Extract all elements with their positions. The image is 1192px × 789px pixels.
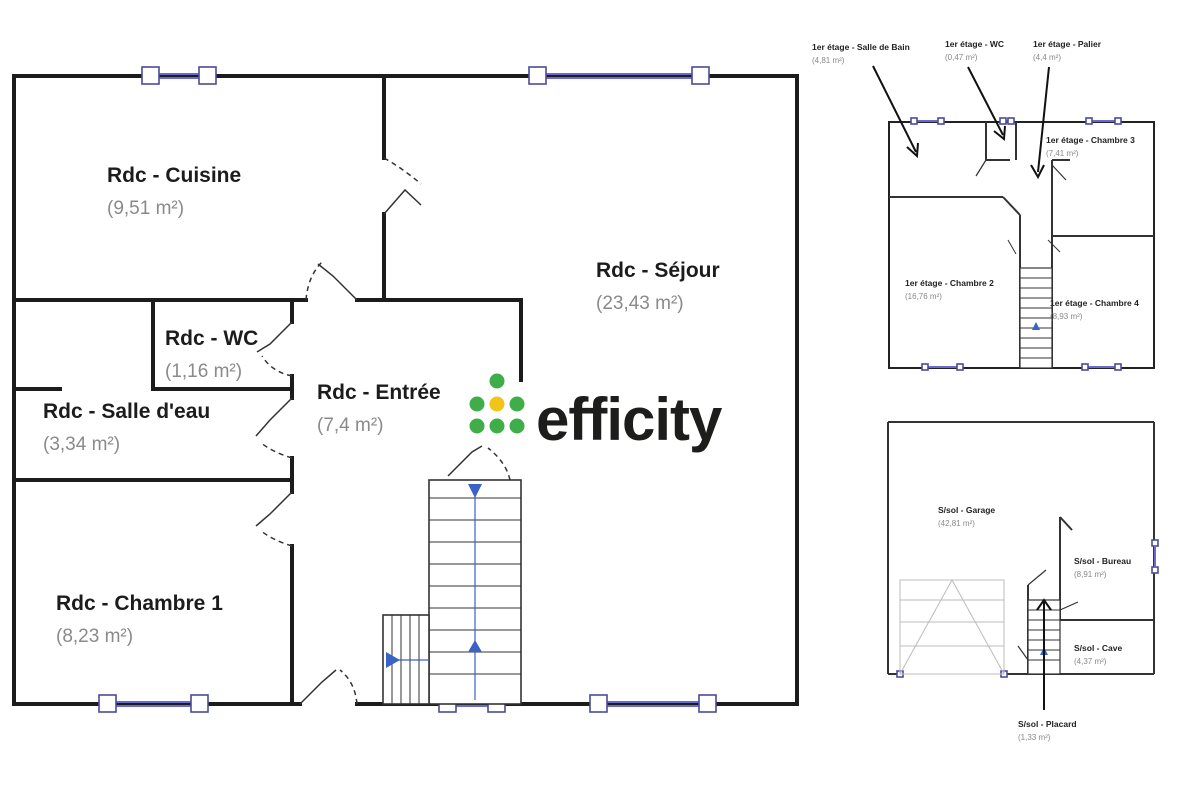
room-label-1er-chambre-2: 1er étage - Chambre 2 bbox=[905, 278, 994, 288]
room-label-bureau: S/sol - Bureau bbox=[1074, 556, 1131, 566]
room-area-entree: (7,4 m²) bbox=[317, 415, 384, 436]
room-area-sejour: (23,43 m²) bbox=[596, 293, 684, 314]
ground-floor-doors bbox=[255, 157, 511, 705]
stair-arrow-up-icon bbox=[468, 640, 482, 652]
room-label-entree: Rdc - Entrée bbox=[317, 381, 441, 404]
efficity-logo-dots-icon bbox=[469, 373, 525, 434]
room-area-bureau: (8,91 m²) bbox=[1074, 570, 1107, 579]
room-area-1er-sdb: (4,81 m²) bbox=[812, 56, 845, 65]
room-area-1er-chambre-3: (7,41 m²) bbox=[1046, 149, 1079, 158]
room-area-placard: (1,33 m²) bbox=[1018, 733, 1051, 742]
room-label-cuisine: Rdc - Cuisine bbox=[107, 164, 241, 187]
room-label-chambre-1: Rdc - Chambre 1 bbox=[56, 592, 223, 615]
room-area-cave: (4,37 m²) bbox=[1074, 657, 1107, 666]
room-label-placard: S/sol - Placard bbox=[1018, 719, 1077, 729]
room-label-garage: S/sol - Garage bbox=[938, 505, 995, 515]
first-floor-stairs bbox=[1007, 239, 1061, 369]
room-area-garage: (42,81 m²) bbox=[938, 519, 975, 528]
first-floor-plan: 1er étage - Salle de Bain (4,81 m²) 1er … bbox=[812, 39, 1155, 371]
efficity-logo-text: efficity bbox=[536, 386, 723, 453]
first-floor-stair-arrow-icon bbox=[1032, 322, 1040, 330]
room-label-wc: Rdc - WC bbox=[165, 327, 258, 350]
room-label-1er-sdb: 1er étage - Salle de Bain bbox=[812, 42, 910, 52]
room-label-cave: S/sol - Cave bbox=[1074, 643, 1122, 653]
basement-stairs bbox=[1027, 598, 1061, 710]
basement-walls bbox=[887, 421, 1159, 678]
room-area-1er-chambre-2: (16,76 m²) bbox=[905, 292, 942, 301]
stair-arrow-right-icon bbox=[386, 652, 400, 668]
room-area-1er-wc: (0,47 m²) bbox=[945, 53, 978, 62]
stair-arrow-down-icon bbox=[468, 484, 482, 498]
ground-floor-walls bbox=[12, 74, 799, 706]
room-label-1er-chambre-4: 1er étage - Chambre 4 bbox=[1050, 298, 1139, 308]
ground-floor-plan: Rdc - Cuisine (9,51 m²) Rdc - Séjour (23… bbox=[12, 66, 799, 713]
room-area-cuisine: (9,51 m²) bbox=[107, 198, 184, 219]
room-label-1er-chambre-3: 1er étage - Chambre 3 bbox=[1046, 135, 1135, 145]
first-floor-pointers bbox=[872, 65, 1050, 180]
room-label-1er-wc: 1er étage - WC bbox=[945, 39, 1004, 49]
ground-floor-stairs bbox=[382, 479, 522, 705]
room-area-1er-palier: (4,4 m²) bbox=[1033, 53, 1061, 62]
room-label-1er-palier: 1er étage - Palier bbox=[1033, 39, 1102, 49]
garage-door bbox=[899, 579, 1005, 675]
room-area-1er-chambre-4: (8,93 m²) bbox=[1050, 312, 1083, 321]
room-area-wc: (1,16 m²) bbox=[165, 361, 242, 382]
efficity-logo: efficity bbox=[469, 373, 724, 453]
room-area-chambre-1: (8,23 m²) bbox=[56, 626, 133, 647]
room-label-sejour: Rdc - Séjour bbox=[596, 259, 720, 282]
basement-plan: S/sol - Garage (42,81 m²) S/sol - Bureau… bbox=[887, 421, 1159, 742]
first-floor-windows bbox=[910, 117, 1122, 371]
room-area-salle-eau: (3,34 m²) bbox=[43, 434, 120, 455]
room-label-salle-eau: Rdc - Salle d'eau bbox=[43, 400, 210, 423]
